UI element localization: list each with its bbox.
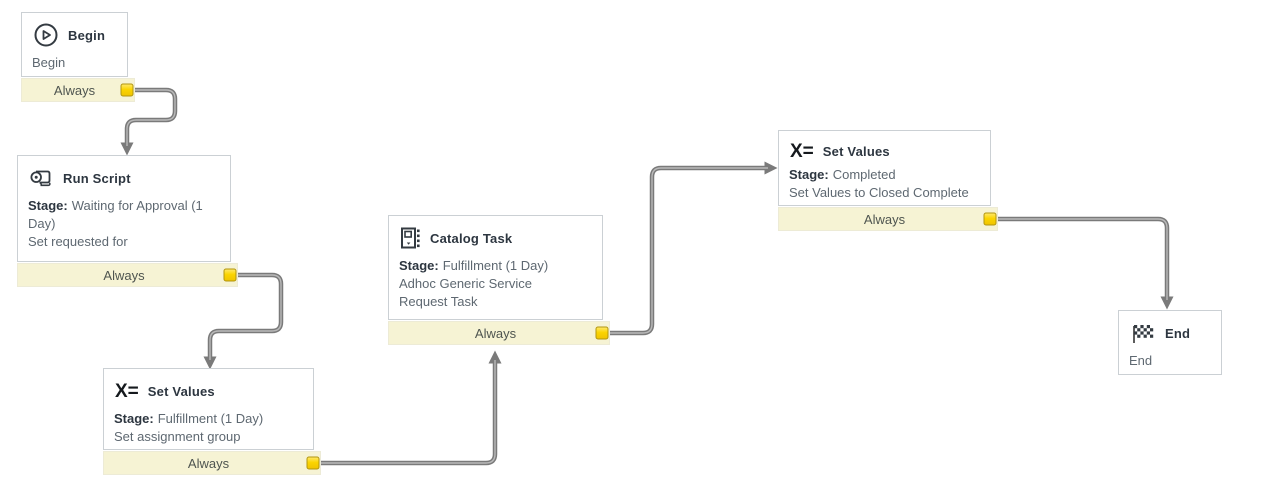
connection-set-values-to-end [997,216,1174,310]
wire[interactable] [320,350,502,466]
node-box[interactable]: Begin Begin [21,12,128,77]
x-equals-icon: X= [790,140,814,162]
transition-label: Always [863,211,906,227]
catalog-book-icon [400,226,421,251]
wire-highlight [209,274,282,360]
wire-highlight [126,89,176,146]
node-description: Set assignment group [114,429,241,444]
transition-label: Always [103,267,145,283]
transition-always[interactable]: Always [21,78,135,102]
workflow-node-run-script[interactable]: Run Script Stage:Waiting for Approval (1… [17,155,238,287]
play-icon [33,22,59,48]
wire-highlight [997,218,1168,300]
node-title: Begin [68,27,106,43]
wire[interactable] [203,272,284,370]
connection-begin-to-run-script [120,87,178,156]
workflow-node-end[interactable]: End End [1118,310,1222,375]
script-scroll-icon [29,167,54,190]
transition-always[interactable]: Always [388,321,610,345]
wire-highlight [609,167,768,334]
transition-always[interactable]: Always [103,451,321,475]
node-box[interactable]: X= Set Values Stage:Fulfillment (1 Day) … [103,368,314,450]
transition-always[interactable]: Always [17,263,238,287]
workflow-node-begin[interactable]: Begin Begin Always [21,12,135,102]
workflow-node-catalog-task[interactable]: Catalog Task Stage:Fulfillment (1 Day) A… [388,215,610,345]
node-description: Adhoc Generic Service Request Task [399,276,532,309]
node-box[interactable]: Catalog Task Stage:Fulfillment (1 Day) A… [388,215,603,320]
node-box[interactable]: End End [1118,310,1222,375]
transition-port[interactable] [223,268,237,282]
transition-port[interactable] [306,456,320,470]
transition-always[interactable]: Always [778,207,998,231]
finish-flag-icon [1130,322,1156,345]
connection-set-values-to-catalog-task [320,350,502,466]
node-title: End [1165,325,1191,341]
transition-port[interactable] [120,83,134,97]
node-description: Begin [32,55,66,70]
connection-catalog-task-to-set-values [609,161,778,336]
wire[interactable] [609,161,778,336]
stage-line: Stage:Fulfillment (1 Day) [399,258,549,273]
transition-label: Always [474,325,517,341]
stage-line: Stage:Waiting for Approval (1 Day) [28,198,203,231]
x-equals-icon: X= [115,380,139,402]
transition-port[interactable] [983,212,997,226]
node-title: Set Values [822,143,890,159]
node-description: Set requested for [28,234,128,249]
workflow-node-set-values-completed[interactable]: X= Set Values Stage:Completed Set Values… [778,130,998,231]
transition-port[interactable] [595,326,609,340]
node-title: Run Script [63,170,131,186]
node-description: End [1129,353,1153,368]
node-title: Catalog Task [430,230,513,246]
node-description: Set Values to Closed Complete [789,185,969,200]
node-box[interactable]: Run Script Stage:Waiting for Approval (1… [17,155,231,262]
connection-run-script-to-set-values [203,272,284,370]
node-title: Set Values [147,383,215,399]
wire[interactable] [997,216,1174,310]
node-box[interactable]: X= Set Values Stage:Completed Set Values… [778,130,991,206]
wire-highlight [320,360,496,464]
transition-label: Always [187,455,230,471]
transition-label: Always [53,82,96,98]
workflow-node-set-values-fulfillment[interactable]: X= Set Values Stage:Fulfillment (1 Day) … [103,368,321,475]
stage-line: Stage:Completed [789,167,896,182]
stage-line: Stage:Fulfillment (1 Day) [114,411,264,426]
